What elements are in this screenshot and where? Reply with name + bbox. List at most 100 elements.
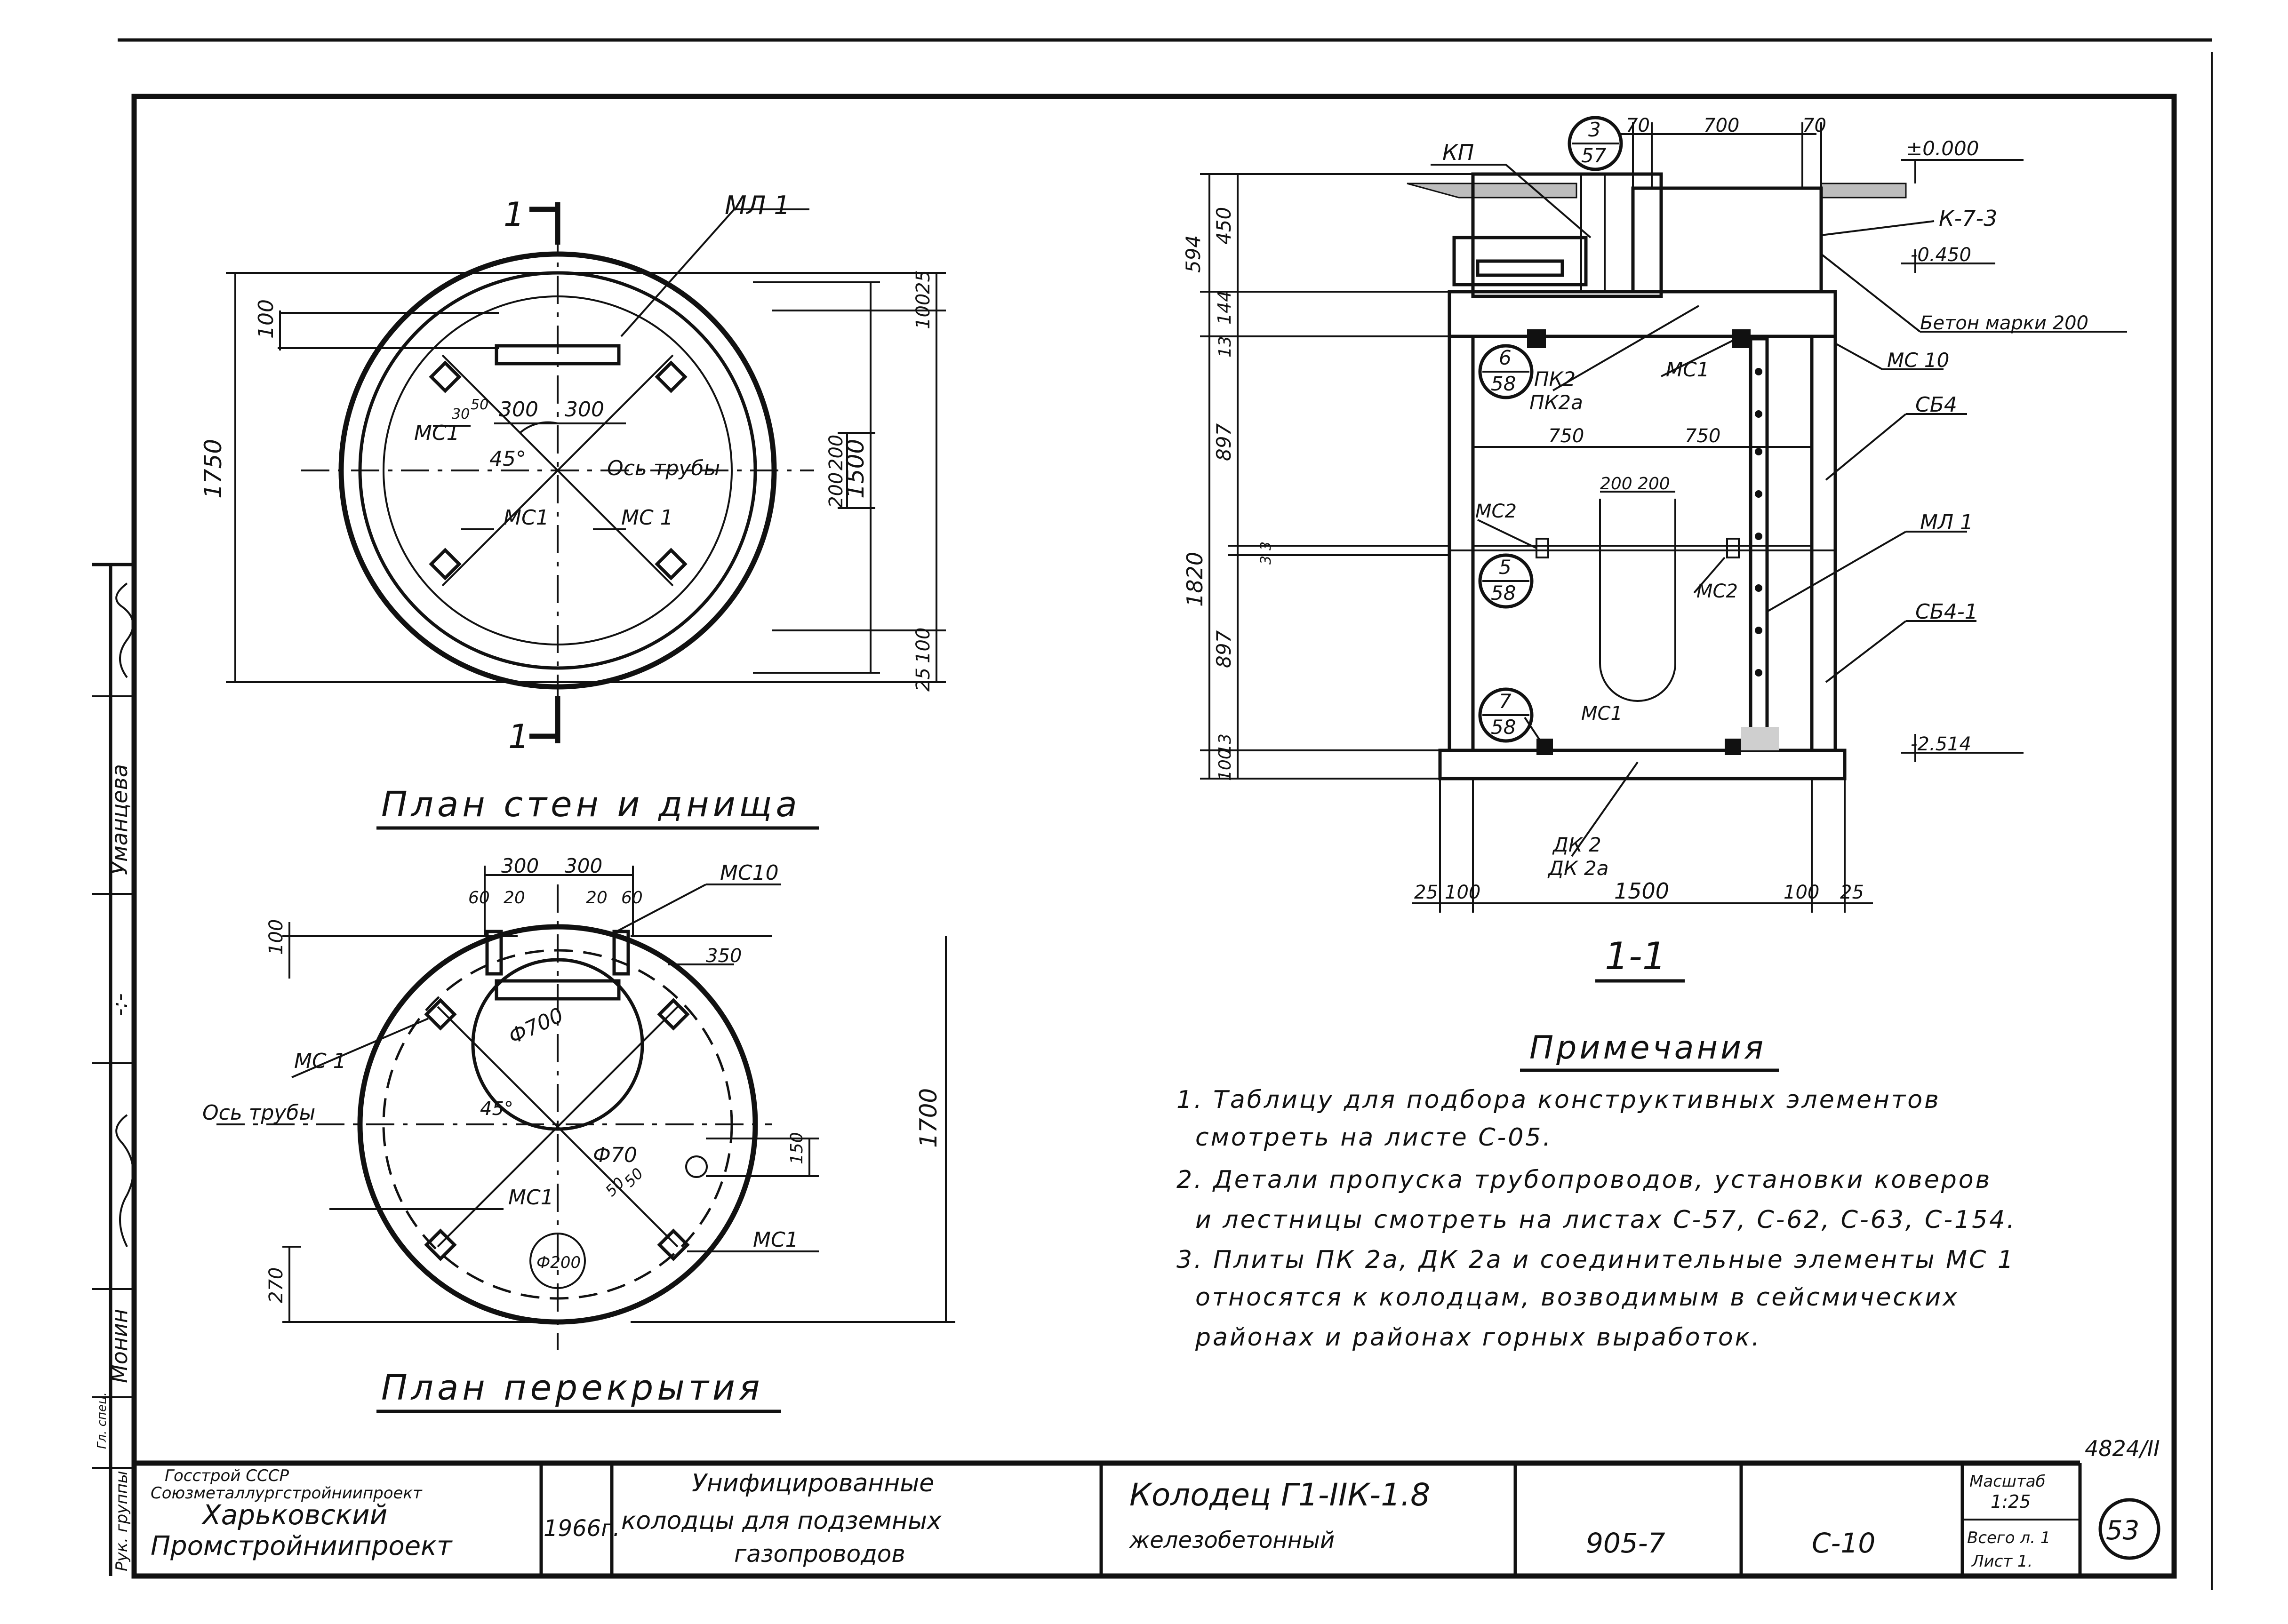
- plan-walls-dim-300b: 300: [565, 398, 604, 422]
- plan-slab-dim-100: 100: [265, 919, 287, 955]
- plan-walls-mc1-label-b: МС1: [504, 506, 549, 530]
- section-sb4-label: СБ4: [1915, 393, 1957, 417]
- plan-walls-angle: 45°: [489, 447, 526, 471]
- plan-walls-ml1-label: МЛ 1: [725, 191, 790, 220]
- note-line-3: 2. Детали пропуска трубопроводов, устано…: [1176, 1166, 1992, 1194]
- section-dim-1500: 1500: [1614, 878, 1669, 904]
- section-dim-100c: 100: [1784, 882, 1819, 903]
- plan-slab-dim-150: 150: [787, 1132, 807, 1164]
- tb-archive-number: 4824/II: [2085, 1436, 2160, 1461]
- section-callout-3-den: 58: [1491, 581, 1516, 605]
- section-callout-1-den: 57: [1581, 144, 1607, 167]
- plan-slab-mc1-label-b: МС1: [508, 1186, 554, 1210]
- plan-walls-dim-200a: 200: [825, 435, 847, 470]
- section-callout-2-den: 58: [1491, 372, 1516, 395]
- title-block: Госстрой СССР Союзметаллургстройниипроек…: [134, 1436, 2160, 1576]
- plan-walls-dim-50: 50: [471, 397, 488, 413]
- plan-slab-dim-1700: 1700: [915, 1088, 942, 1148]
- section-dim-750b: 750: [1685, 425, 1720, 447]
- tb-scale-value: 1:25: [1991, 1491, 2031, 1512]
- page-number-circle: [2098, 1498, 2160, 1560]
- tb-org-line1: Госстрой СССР: [165, 1466, 289, 1485]
- tb-total-label: Всего л. 1: [1967, 1528, 2050, 1547]
- note-line-4: и лестницы смотреть на листах С-57, С-62…: [1195, 1206, 2016, 1234]
- section-callout-1-num: 3: [1588, 118, 1601, 141]
- section-pk2-label: ПК2: [1534, 367, 1576, 390]
- plan-slab-dim-60a: 60: [468, 888, 490, 908]
- section-dim-200b: 200: [1638, 474, 1670, 494]
- plan-walls-section-mark-top: 1: [504, 195, 525, 234]
- note-line-7: районах и районах горных выработок.: [1195, 1323, 1761, 1352]
- plan-slab-dim-20a: 20: [504, 888, 525, 908]
- plan-walls-dim-25b: 25: [912, 668, 934, 692]
- plan-walls: МЛ 1 1 1 300 300 МС1 30 50 45° Ось трубы…: [200, 191, 946, 830]
- section-dim-144: 144: [1214, 290, 1235, 325]
- drawing-frame: [131, 94, 2177, 1579]
- plan-slab-phi200: Ф200: [536, 1253, 581, 1272]
- tb-name-line2: железобетонный: [1129, 1527, 1335, 1553]
- plan-slab-phi70: Ф70: [593, 1143, 637, 1167]
- section-beton-label: Бетон марки 200: [1920, 312, 2088, 334]
- section-kp-label: КП: [1442, 140, 1474, 165]
- note-line-5: 3. Плиты ПК 2а, ДК 2а и соединительные э…: [1176, 1246, 2015, 1274]
- section-mc2-right-label: МС2: [1696, 581, 1738, 602]
- plan-slab: 300 300 60 20 20 60 МС10 100 350 Ф700 МС…: [202, 854, 955, 1413]
- section-mc1-bottom-label: МС1: [1581, 703, 1623, 724]
- side-stamp-role-1: Рук. группы: [112, 1471, 131, 1571]
- section-dim-897a: 897: [1212, 423, 1235, 461]
- plan-slab-dim-300a: 300: [501, 854, 539, 877]
- plan-slab-dim-270: 270: [265, 1267, 287, 1303]
- side-stamp-dash: -:-: [107, 993, 132, 1016]
- section-mc10-label: МС 10: [1887, 349, 1949, 372]
- plan-slab-mc1-label-c: МС1: [753, 1228, 799, 1252]
- section-dim-1820: 1820: [1182, 552, 1208, 607]
- tb-year: 1966г.: [544, 1515, 620, 1542]
- plan-slab-dim-300b: 300: [565, 854, 602, 877]
- section-ml1-label: МЛ 1: [1920, 510, 1973, 534]
- section-callout-2-num: 6: [1499, 346, 1512, 369]
- note-line-6: относятся к колодцам, возводимым в сейсм…: [1195, 1283, 1959, 1312]
- notes-heading: Примечания: [1529, 1029, 1766, 1067]
- plan-walls-dim-30: 30: [452, 406, 470, 422]
- tb-series-line1: Унифицированные: [692, 1469, 934, 1497]
- side-stamp: Уманцева Монин Рук. группы Гл. спец. -:-: [92, 563, 134, 1576]
- tb-sheet-label: Лист 1.: [1971, 1552, 2032, 1571]
- section-dk2a-label: ДК 2а: [1547, 857, 1608, 880]
- side-stamp-role-2: Гл. спец.: [95, 1392, 109, 1449]
- plan-walls-dim-1750: 1750: [200, 439, 227, 499]
- plan-walls-dim-100a: 100: [254, 299, 278, 339]
- plan-walls-dim-300a: 300: [499, 398, 538, 422]
- plan-walls-dim-25a: 25: [912, 270, 934, 294]
- section-callout-4-den: 58: [1491, 716, 1516, 739]
- section-mc1-top-label: МС1: [1666, 358, 1709, 381]
- section-level-0: ±0.000: [1906, 137, 1979, 160]
- tb-project: 905-7: [1586, 1527, 1665, 1559]
- section-dim-13b: 13: [1216, 733, 1235, 755]
- section-callout-4-num: 7: [1499, 690, 1512, 713]
- tb-page-number: 53: [2106, 1515, 2139, 1546]
- plan-slab-dim-350: 350: [706, 945, 742, 967]
- section-dk2-label: ДК 2: [1552, 833, 1601, 856]
- section-dim-450: 450: [1212, 207, 1235, 245]
- section-dim-897b: 897: [1212, 630, 1235, 668]
- tb-org-line3: Харьковский: [201, 1499, 387, 1531]
- section-sb41-label: СБ4-1: [1915, 600, 1978, 624]
- plan-slab-mc1-label-a: МС 1: [294, 1049, 346, 1073]
- plan-walls-dim-100b: 100: [912, 294, 934, 329]
- section-dim-594: 594: [1182, 235, 1205, 273]
- section-dim-100b: 100: [1445, 882, 1480, 903]
- section-level-2514: -2.514: [1911, 733, 1971, 755]
- section-title: 1-1: [1605, 934, 1666, 978]
- notes: Примечания 1. Таблицу для подбора констр…: [1176, 1029, 2016, 1352]
- signature-1: [115, 582, 134, 678]
- tb-scale-label: Масштаб: [1969, 1472, 2046, 1491]
- section-pk2a-label: ПК2а: [1529, 391, 1583, 414]
- section-dim-100a: 100: [1216, 748, 1235, 781]
- tb-name-line1: Колодец Г1-IIК-1.8: [1129, 1477, 1430, 1513]
- plan-walls-dim-1500: 1500: [842, 439, 869, 499]
- section-dim-70a: 70: [1626, 115, 1650, 136]
- section-dim-70b: 70: [1802, 115, 1826, 136]
- note-line-1: 1. Таблицу для подбора конструктивных эл…: [1176, 1086, 1941, 1114]
- tb-org-line2: Союзметаллургстройниипроект: [151, 1484, 423, 1503]
- plan-slab-angle: 45°: [480, 1098, 513, 1120]
